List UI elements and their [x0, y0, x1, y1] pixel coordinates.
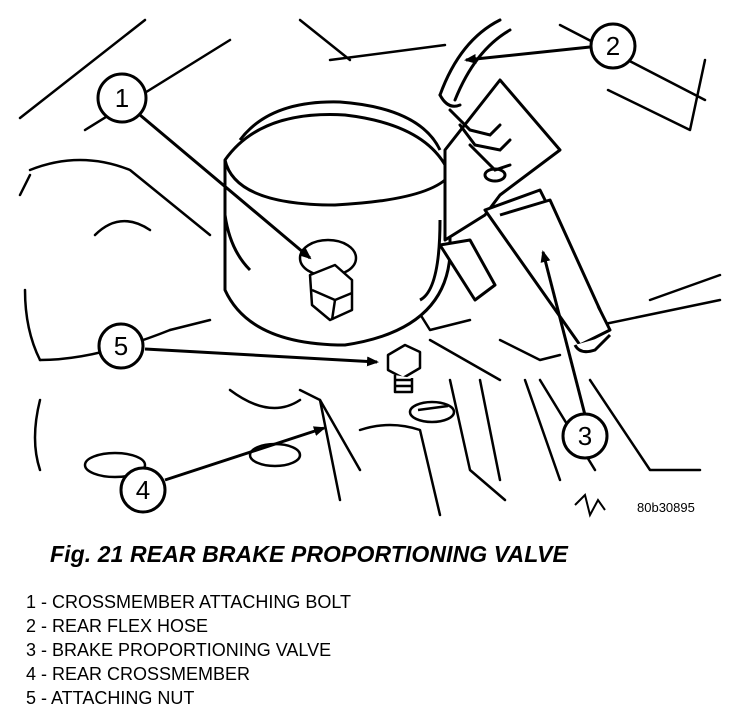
leader-3 — [540, 250, 587, 416]
callout-3: 3 — [561, 412, 609, 460]
leader-1 — [139, 113, 312, 260]
leader-4 — [164, 426, 326, 482]
proportioning-valve-housing — [223, 100, 452, 347]
callout-2: 2 — [589, 22, 637, 70]
callout-1-label: 1 — [115, 83, 129, 113]
callout-3-label: 3 — [578, 421, 592, 451]
callout-4: 4 — [119, 466, 167, 514]
callout-5-label: 5 — [114, 331, 128, 361]
legend-item: 2 - REAR FLEX HOSE — [26, 616, 209, 636]
figure-code: 80b30895 — [637, 500, 695, 515]
diagram-illustration: 1 2 3 4 5 80b30895 — [18, 18, 722, 518]
leader-5 — [144, 347, 379, 367]
leader-2 — [464, 45, 591, 64]
leader-lines — [139, 45, 591, 482]
legend-item: 3 - BRAKE PROPORTIONING VALVE — [26, 640, 332, 660]
legend-list: 1 - CROSSMEMBER ATTACHING BOLT 2 - REAR … — [26, 590, 351, 710]
legend-item: 4 - REAR CROSSMEMBER — [26, 664, 251, 684]
small-mark — [574, 493, 606, 518]
valve-body — [438, 78, 612, 354]
crossmember-hole — [83, 400, 456, 479]
diagram-drawing: 1 2 3 4 5 80b30895 — [18, 18, 722, 518]
attaching-nut — [386, 343, 422, 394]
legend-item: 1 - CROSSMEMBER ATTACHING BOLT — [26, 592, 352, 612]
callout-1: 1 — [96, 72, 148, 124]
attaching-bolt — [298, 238, 358, 322]
callout-2-label: 2 — [606, 31, 620, 61]
callout-5: 5 — [97, 322, 145, 370]
legend-item: 5 - ATTACHING NUT — [26, 688, 195, 708]
callout-4-label: 4 — [136, 475, 150, 505]
figure-caption: Fig. 21 REAR BRAKE PROPORTIONING VALVE — [50, 541, 568, 567]
